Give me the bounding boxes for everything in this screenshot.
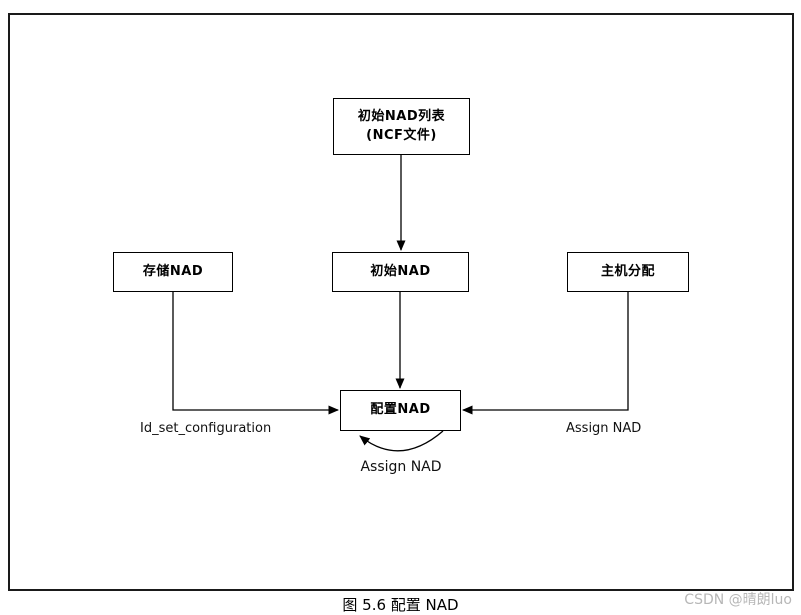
edge-host-to-config <box>462 292 629 415</box>
node-store-nad-label: 存储NAD <box>142 263 204 279</box>
node-initial-nad-list-line1: 初始NAD列表 <box>357 108 446 124</box>
node-initial-nad-label: 初始NAD <box>370 263 431 279</box>
edge-config-self-loop <box>359 430 444 452</box>
node-initial-nad: 初始NAD <box>332 252 469 292</box>
figure-caption: 图 5.6 配置 NAD <box>342 596 459 614</box>
node-store-nad: 存储NAD <box>113 252 233 292</box>
edge-label-assign-nad-loop: Assign NAD <box>360 459 442 475</box>
edge-label-id-set-configuration: Id_set_configuration <box>140 421 272 436</box>
edge-store-to-config <box>172 292 339 415</box>
node-initial-nad-list: 初始NAD列表 (NCF文件) <box>333 98 470 155</box>
node-host-assign: 主机分配 <box>567 252 689 292</box>
node-initial-nad-list-line2: (NCF文件) <box>366 127 437 143</box>
node-host-assign-label: 主机分配 <box>600 263 655 279</box>
csdn-watermark: CSDN @晴朗luo <box>684 592 792 608</box>
node-configure-nad-label: 配置NAD <box>370 402 431 418</box>
edge-label-assign-nad-right: Assign NAD <box>566 421 642 436</box>
node-configure-nad: 配置NAD <box>340 390 461 431</box>
